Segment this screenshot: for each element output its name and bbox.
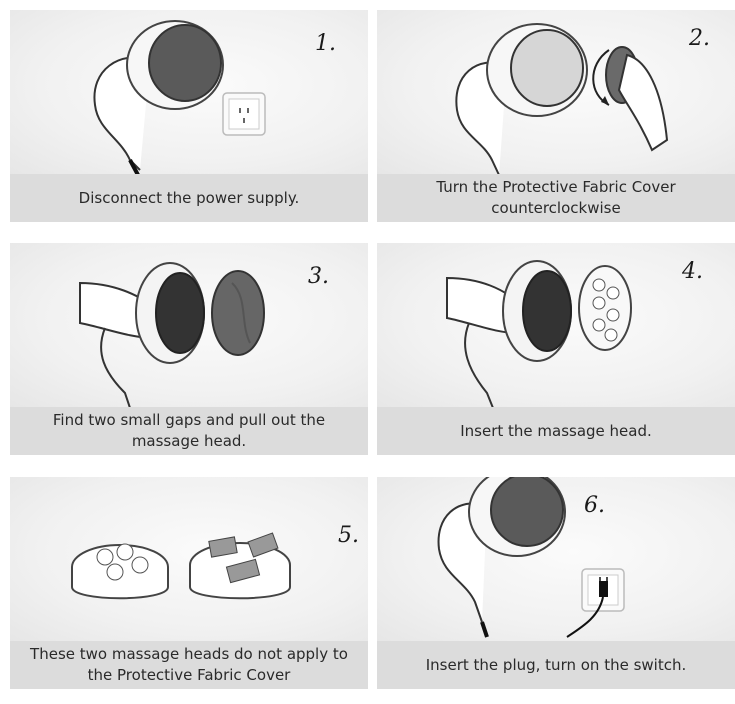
- step-caption: Find two small gaps and pull out the mas…: [10, 407, 368, 455]
- step-4-illustration: 4.: [377, 243, 735, 409]
- step-caption: These two massage heads do not apply to …: [10, 641, 368, 689]
- step-number: 5.: [338, 523, 359, 548]
- step-caption: Insert the massage head.: [377, 407, 735, 455]
- step-number: 3.: [308, 264, 329, 289]
- step-panel-6: 6. Insert the plug, turn on the switch.: [377, 477, 735, 689]
- wall-socket-icon: [222, 92, 266, 136]
- massager-illustration: [464, 260, 572, 409]
- step-panel-3: 3. Find two small gaps and pull out the …: [10, 243, 368, 455]
- massager-illustration: [455, 23, 588, 176]
- massager-illustration: [437, 477, 566, 638]
- step-number: 4.: [681, 259, 703, 284]
- step-panel-1: 1. Disconnect the power supply.: [10, 10, 368, 222]
- step-number: 1.: [315, 31, 336, 56]
- step-caption: Turn the Protective Fabric Cover counter…: [377, 174, 735, 222]
- power-plug-icon: [566, 577, 608, 638]
- step-caption: Insert the plug, turn on the switch.: [377, 641, 735, 689]
- step-6-illustration: 6.: [377, 477, 735, 643]
- hand-illustration: [605, 46, 669, 152]
- step-5-illustration: 5.: [10, 477, 368, 643]
- massage-head-illustration: [189, 532, 291, 600]
- massager-illustration: [100, 262, 205, 409]
- step-3-illustration: 3.: [10, 243, 368, 409]
- step-panel-5: 5. These two massage heads do not apply …: [10, 477, 368, 689]
- step-number: 2.: [688, 26, 710, 51]
- step-2-illustration: 2.: [377, 10, 735, 176]
- massage-head-illustration: [71, 543, 169, 600]
- massager-illustration: [93, 20, 224, 176]
- rotate-arrow-icon: [592, 49, 610, 106]
- massage-head-illustration: [211, 270, 265, 356]
- step-1-illustration: 1.: [10, 10, 368, 176]
- step-panel-4: 4. Insert the massage head.: [377, 243, 735, 455]
- massage-head-illustration: [578, 265, 632, 351]
- step-caption: Disconnect the power supply.: [10, 174, 368, 222]
- step-panel-2: 2. Turn the Protective Fabric Cover coun…: [377, 10, 735, 222]
- step-number: 6.: [584, 493, 605, 518]
